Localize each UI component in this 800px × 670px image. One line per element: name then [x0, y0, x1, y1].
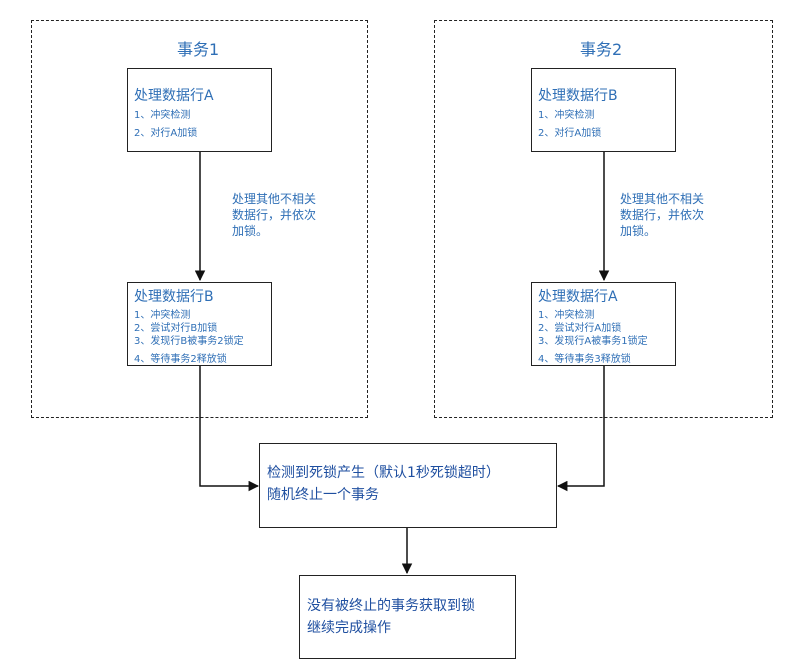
deadlock-detection-box — [259, 443, 557, 528]
t2-step1-heading: 处理数据行B — [538, 88, 618, 104]
result-box — [299, 575, 516, 659]
transaction-1-title: 事务1 — [177, 40, 220, 59]
t1-step1-item-2: 2、对行A加锁 — [134, 128, 198, 139]
t1-step2-item-1: 1、冲突检测 — [134, 310, 191, 321]
t2-note: 处理其他不相关数据行，并依次加锁。 — [620, 192, 705, 238]
t1-step1-item-1: 1、冲突检测 — [134, 110, 191, 121]
t1-step1-box — [127, 68, 272, 152]
deadlock-line-2: 随机终止一个事务 — [267, 487, 379, 503]
t1-step2-heading: 处理数据行B — [134, 289, 214, 305]
t1-step2-item-2: 2、尝试对行B加锁 — [134, 323, 218, 334]
transaction-2-title: 事务2 — [580, 40, 623, 59]
t1-step1-heading: 处理数据行A — [134, 88, 214, 104]
t2-step2-box — [531, 282, 676, 366]
t2-step1-box — [531, 68, 676, 152]
arrow-t1-to-deadlock — [199, 366, 260, 492]
t1-step2-box — [127, 282, 272, 366]
t1-note: 处理其他不相关数据行，并依次加锁。 — [232, 192, 317, 238]
t2-step1-item-2: 2、对行A加锁 — [538, 128, 602, 139]
t2-step2-item-2: 2、尝试对行A加锁 — [538, 323, 622, 334]
transaction-1-container — [31, 20, 368, 418]
transaction-2-container — [434, 20, 773, 418]
t2-step2-heading: 处理数据行A — [538, 289, 618, 305]
t2-step2-item-1: 1、冲突检测 — [538, 310, 595, 321]
arrow-t2-to-deadlock — [556, 366, 605, 492]
t1-step2-item-4: 4、等待事务2释放锁 — [134, 354, 227, 365]
t2-step2-item-3: 3、发现行A被事务1锁定 — [538, 336, 648, 347]
result-line-2: 继续完成操作 — [307, 620, 391, 636]
t2-step2-item-4: 4、等待事务3释放锁 — [538, 354, 631, 365]
t1-step2-item-3: 3、发现行B被事务2锁定 — [134, 336, 244, 347]
result-line-1: 没有被终止的事务获取到锁 — [307, 598, 475, 614]
deadlock-line-1: 检测到死锁产生（默认1秒死锁超时） — [267, 465, 500, 481]
t2-step1-item-1: 1、冲突检测 — [538, 110, 595, 121]
